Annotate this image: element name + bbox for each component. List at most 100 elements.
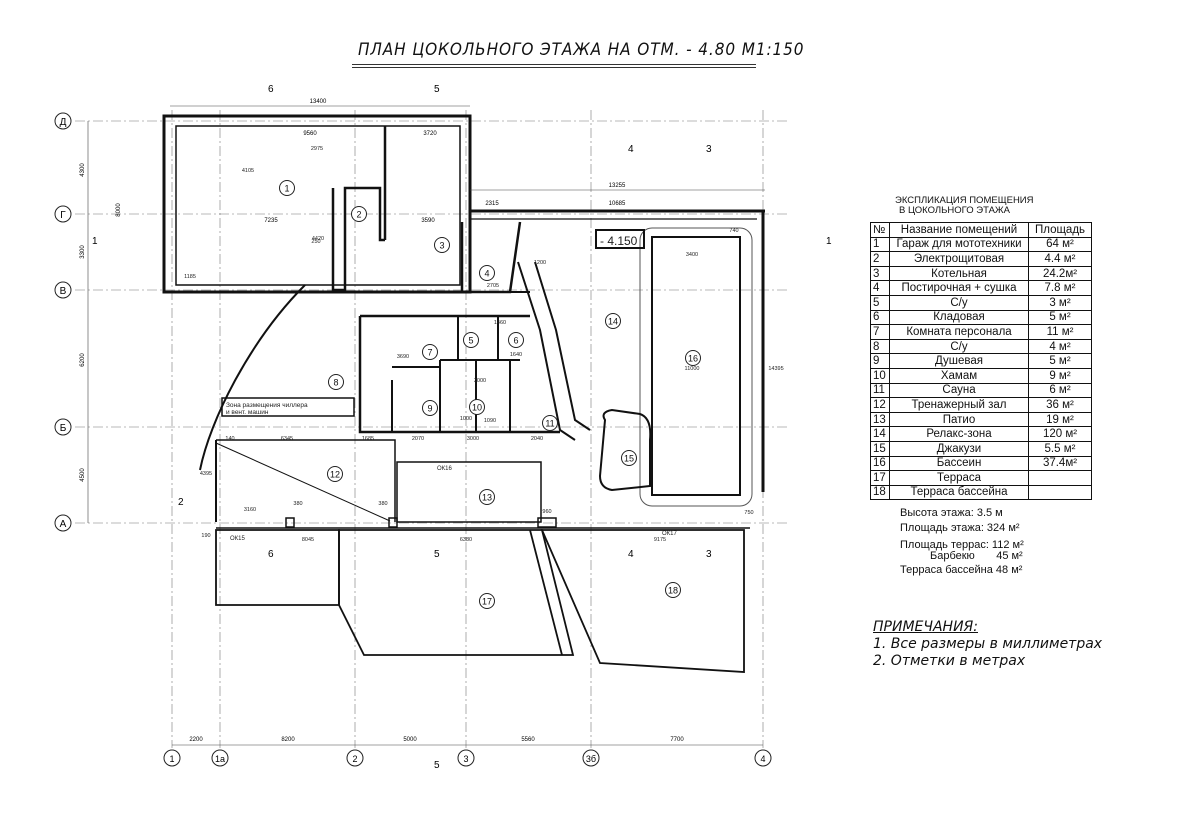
room-area-cell: 24.2м² <box>1028 265 1092 282</box>
dimension-label: 250 <box>311 239 320 245</box>
room-number-cell: 14 <box>870 426 890 442</box>
section-mark: 1 <box>92 236 98 247</box>
room-number: 15 <box>624 454 634 464</box>
room-number-marker: 5 <box>463 332 479 348</box>
column-axis-label: 2 <box>352 754 357 764</box>
room-number-cell: 3 <box>870 265 890 282</box>
dimension-label: 6345 <box>281 436 293 442</box>
dimension-label: 2315 <box>485 201 499 207</box>
room-number-cell: 9 <box>870 353 890 369</box>
room-area-cell: 7.8 м² <box>1028 280 1092 296</box>
dimension-label: 3000 <box>474 378 486 384</box>
dimension-label: 5000 <box>403 737 417 743</box>
room-number-cell: 8 <box>870 338 890 355</box>
room-name-cell: Патио <box>889 411 1029 428</box>
dimension-label: 4500 <box>80 468 86 482</box>
dimension-label: 9175 <box>654 537 666 543</box>
section-mark: 4 <box>628 144 634 155</box>
note-item: 1. Все размеры в миллиметрах <box>873 636 1103 652</box>
row-axis-marker: Г <box>54 205 72 223</box>
window-ok15: ОК15 <box>230 536 245 542</box>
dimension-label: 7235 <box>264 218 278 224</box>
title-underline <box>352 64 756 68</box>
dimension-label: 2705 <box>487 283 499 289</box>
room-area-cell: 9 м² <box>1028 367 1092 384</box>
dimension-label: 1685 <box>362 436 374 442</box>
dimension-label: 1640 <box>510 352 522 358</box>
room-number-marker: 2 <box>351 206 367 222</box>
room-name-cell: С/у <box>889 294 1029 311</box>
floor-stat: Терраса бассейна 48 м² <box>900 564 1023 576</box>
explication-heading: ЭКСПЛИКАЦИЯ ПОМЕЩЕНИЯ В ЦОКОЛЬНОГО ЭТАЖА <box>895 196 1034 216</box>
room-area-cell: 37.4м² <box>1028 455 1092 472</box>
room-number-marker: 15 <box>621 450 637 466</box>
room-area-cell: 11 м² <box>1028 324 1092 340</box>
room-number-marker: 13 <box>479 489 495 505</box>
room-name-cell: Котельная <box>889 265 1029 282</box>
room-area-cell <box>1028 470 1092 486</box>
section-mark: 5 <box>434 84 440 95</box>
room-number-marker: 18 <box>665 582 681 598</box>
room-name-cell: Душевая <box>889 353 1029 369</box>
dimension-lines <box>87 105 765 746</box>
dimension-label: 5560 <box>521 737 535 743</box>
room-number: 12 <box>330 470 340 480</box>
column-axis-marker: 3б <box>582 749 600 767</box>
dimension-label: 4300 <box>80 163 86 177</box>
dimension-label: 13255 <box>609 183 626 189</box>
dimension-label: 13400 <box>310 99 327 105</box>
dimension-label: 8045 <box>302 537 314 543</box>
room-area-cell <box>1028 484 1092 501</box>
room-area-cell: 4 м² <box>1028 338 1092 355</box>
room-number-cell: 6 <box>870 309 890 326</box>
room-name-cell: С/у <box>889 338 1029 355</box>
table-header-row: № Название помещений Площадь <box>870 222 1092 238</box>
dimension-label: 3720 <box>423 131 437 137</box>
dimension-label: 190 <box>201 533 210 539</box>
row-axis-label: Г <box>60 210 66 221</box>
drawing-title: ПЛАН ЦОКОЛЬНОГО ЭТАЖА НА ОТМ. - 4.80 М1:… <box>358 40 805 60</box>
room-area-cell: 5 м² <box>1028 309 1092 326</box>
room-number: 3 <box>439 241 444 251</box>
dimension-label: 10685 <box>609 201 626 207</box>
dimension-label: 2200 <box>189 737 203 743</box>
room-name-cell: Бассеин <box>889 455 1029 472</box>
dimension-label: 3000 <box>467 436 479 442</box>
row-axis-marker: Д <box>54 112 72 130</box>
column-axis-marker: 1а <box>211 749 229 767</box>
room-name-cell: Электрощитовая <box>889 251 1029 267</box>
row-axis-marker: В <box>54 281 72 299</box>
room-number-marker: 7 <box>422 344 438 360</box>
room-number-cell: 13 <box>870 411 890 428</box>
floor-stat: Площадь этажа: 324 м² <box>900 521 1020 534</box>
dimension-label: 11000 <box>685 366 700 372</box>
section-mark: 5 <box>434 760 440 771</box>
room-number-marker: 14 <box>605 313 621 329</box>
room-name-cell: Комната персонала <box>889 324 1029 340</box>
dimension-label: 3400 <box>686 252 698 258</box>
room-number: 18 <box>668 586 678 596</box>
room-name-cell: Сауна <box>889 382 1029 399</box>
column-axis-label: 1а <box>215 754 225 764</box>
room-number-cell: 7 <box>870 324 890 340</box>
room-number-cell: 15 <box>870 440 890 457</box>
dimension-label: 1200 <box>534 260 546 266</box>
room-number: 2 <box>356 210 361 220</box>
dimension-label: 3590 <box>421 218 435 224</box>
section-mark: 5 <box>434 549 440 560</box>
row-axis-label: В <box>60 286 67 297</box>
room-number-cell: 1 <box>870 236 890 253</box>
dimension-label: 8000 <box>116 203 122 217</box>
